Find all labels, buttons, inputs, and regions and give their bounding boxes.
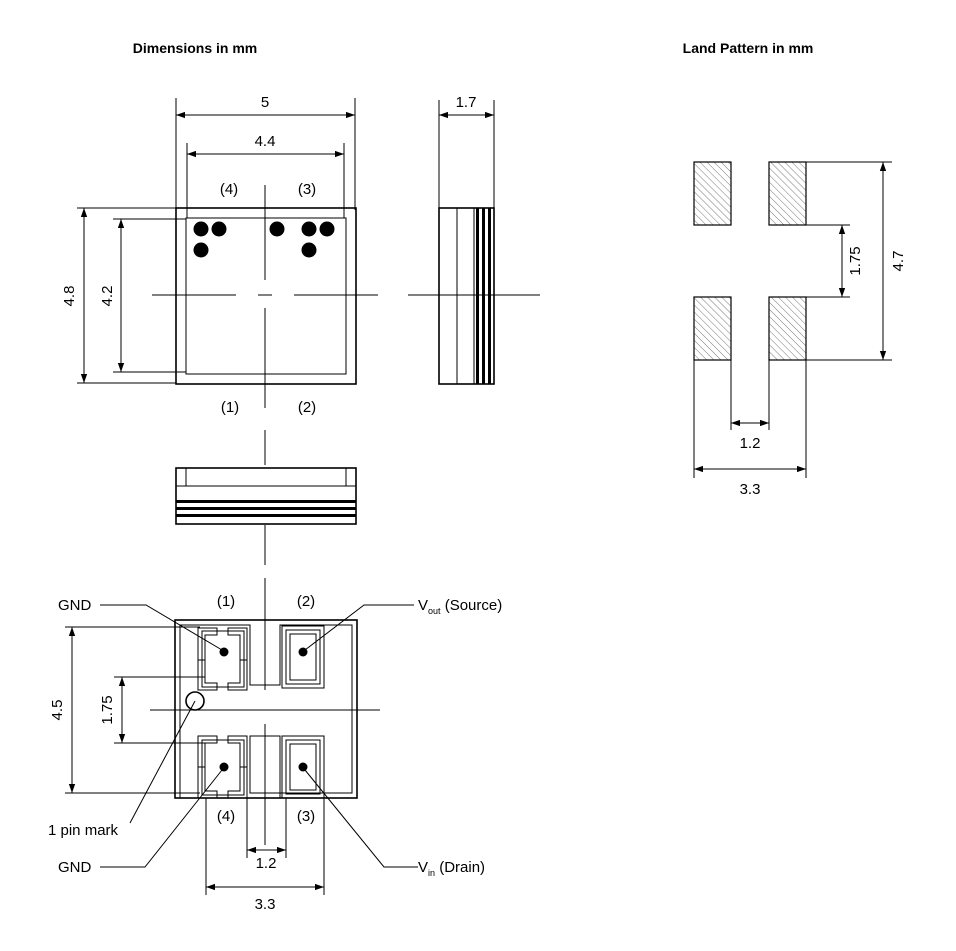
bottom-pin-label: (3) (297, 808, 315, 825)
land-pad (693, 161, 732, 226)
top-pin-label: (2) (298, 399, 316, 416)
bottom-span-label: 3.3 (255, 896, 276, 913)
pin-mark-callout: 1 pin mark (48, 822, 119, 839)
land-span-label: 3.3 (740, 481, 761, 498)
land-pattern: 1.75 4.7 1.2 3.3 (693, 161, 907, 498)
land-pad (768, 296, 807, 361)
top-body-outline (175, 207, 357, 385)
top-dot (211, 221, 227, 237)
side-thickness-label: 1.7 (456, 94, 477, 111)
pad-contact (219, 762, 229, 772)
top-dot (193, 242, 209, 258)
top-dot (301, 221, 317, 237)
top-dot (301, 242, 317, 258)
top-height-label: 4.8 (61, 286, 78, 307)
land-pattern-title: Land Pattern in mm (683, 40, 814, 56)
bottom-height-label: 4.5 (49, 700, 66, 721)
pad-contact (298, 762, 308, 772)
top-dot (269, 221, 285, 237)
gnd-top-callout: GND (58, 597, 92, 614)
land-pad (693, 296, 732, 361)
top-width-label: 5 (261, 94, 269, 111)
top-dot (319, 221, 335, 237)
top-dot (193, 221, 209, 237)
land-pad (768, 161, 807, 226)
side-view-right: 1.7 (408, 94, 540, 385)
top-body-inner (185, 217, 347, 375)
side-view-bottom (175, 430, 357, 565)
bottom-pin-label: (4) (217, 808, 235, 825)
land-gap-label: 1.2 (740, 435, 761, 452)
top-pin-label: (3) (298, 181, 316, 198)
top-pin-label: (4) (220, 181, 238, 198)
vout-callout: Vout (Source) (418, 597, 502, 616)
top-view: 5 4.4 (4) (3) (1) (2) 4.8 (61, 94, 378, 416)
gnd-bottom-callout: GND (58, 859, 92, 876)
top-pin-label: (1) (221, 399, 239, 416)
dimensions-title: Dimensions in mm (133, 40, 257, 56)
bottom-gap-label: 1.2 (256, 855, 277, 872)
bottom-pin-label: (1) (217, 593, 235, 610)
bottom-pin-label: (2) (297, 593, 315, 610)
land-pitch-label: 1.75 (847, 246, 864, 275)
top-inner-height-label: 4.2 (99, 286, 116, 307)
top-inner-width-label: 4.4 (255, 133, 276, 150)
land-height-label: 4.7 (890, 251, 907, 272)
bottom-pitch-label: 1.75 (99, 695, 116, 724)
pin-1-mark (185, 691, 205, 711)
bottom-view: (1) (2) (4) (3) 4.5 1.75 1.2 3.3 GND Vou… (48, 578, 502, 913)
vin-callout: Vin (Drain) (418, 859, 485, 878)
